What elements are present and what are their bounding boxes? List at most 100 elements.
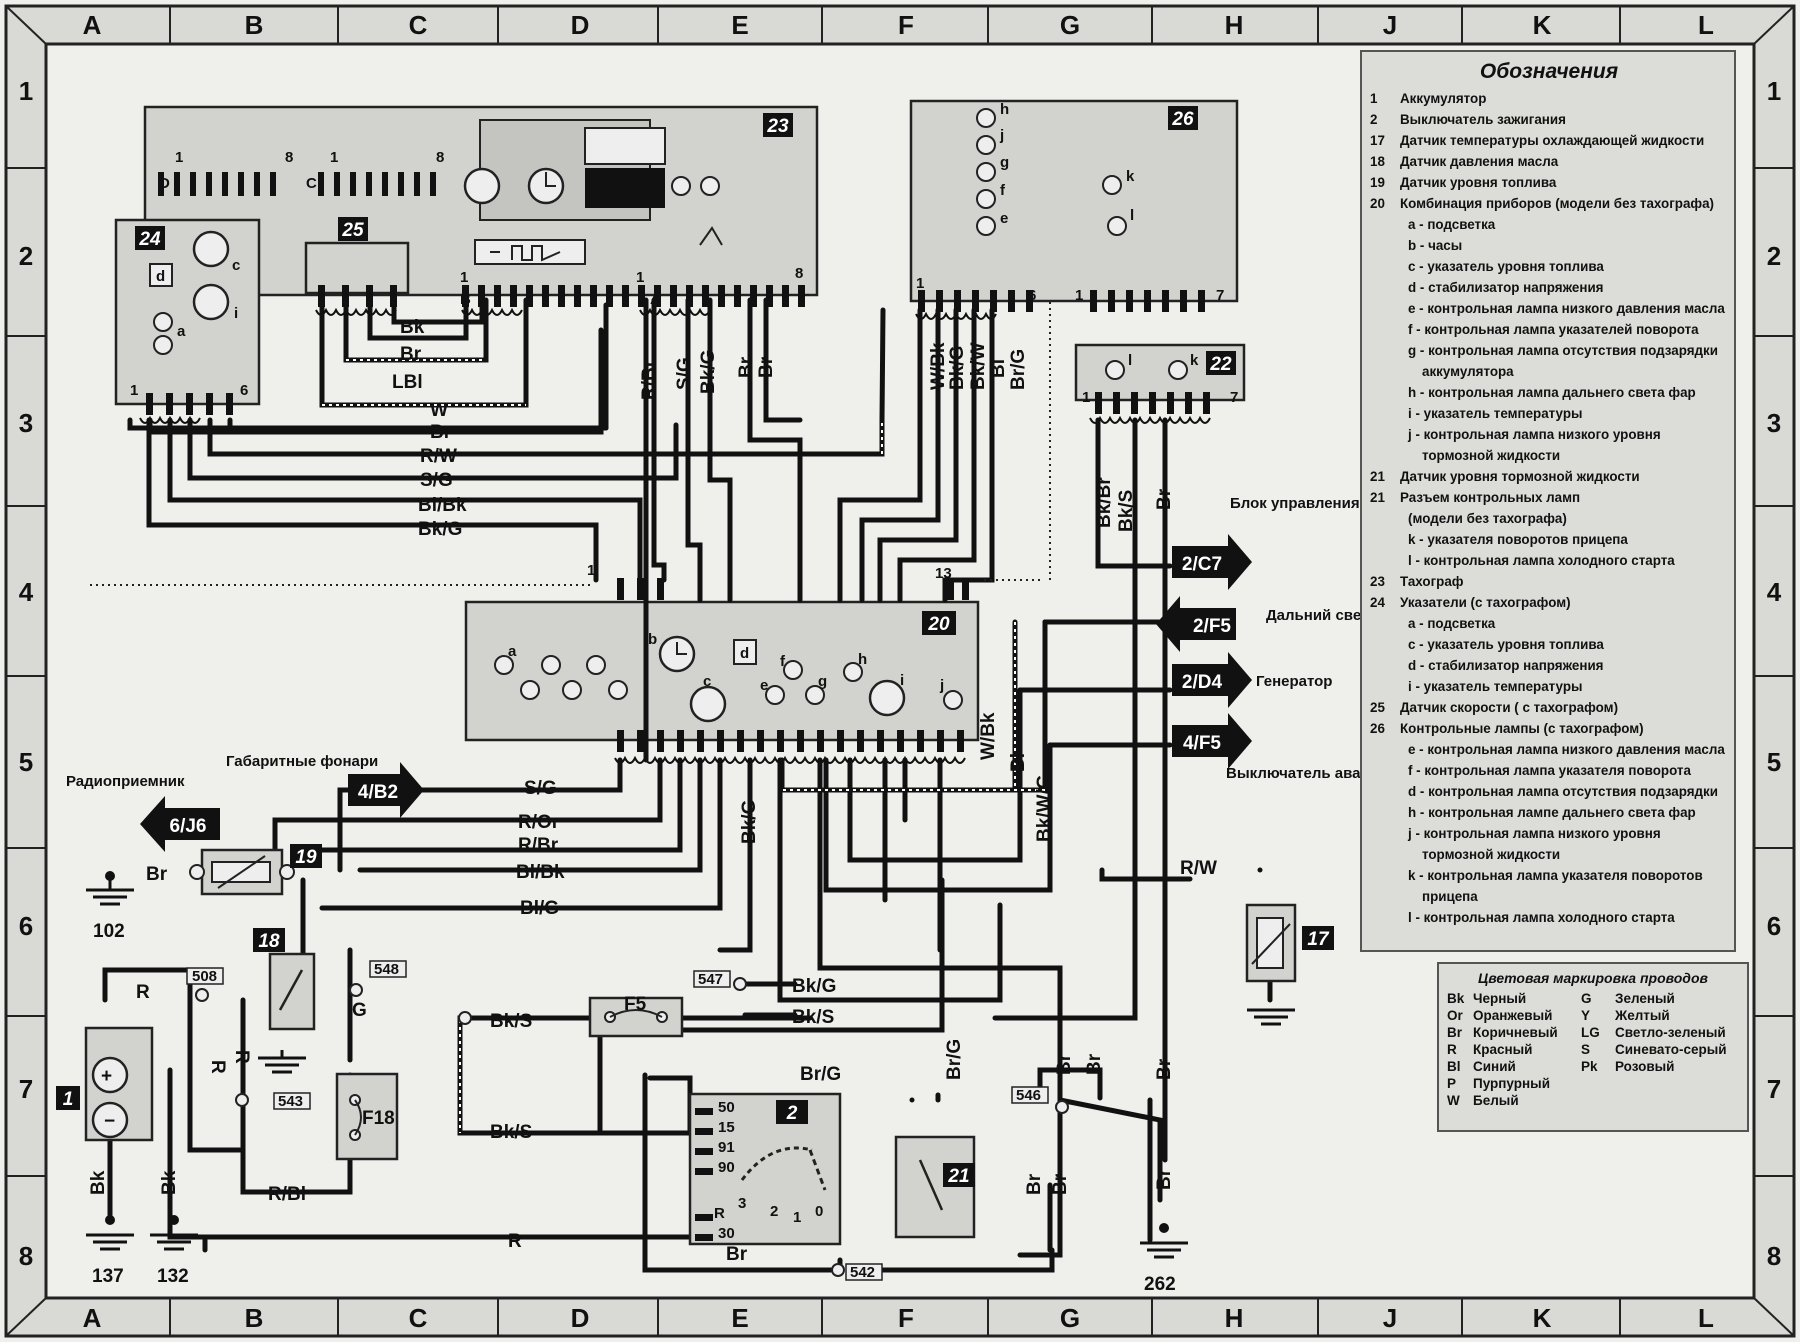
ignition-switch-2: 2 50 15 91 90 R 30 3 2 1 0 xyxy=(688,1092,842,1246)
svg-text:3: 3 xyxy=(738,1195,746,1212)
ref-label: Генератор xyxy=(1256,673,1332,690)
svg-text:1: 1 xyxy=(587,562,595,579)
legend-item: аккумулятора xyxy=(1370,361,1728,382)
legend-item: k - контрольная лампа указателя поворото… xyxy=(1370,865,1728,886)
svg-text:f: f xyxy=(1000,182,1006,199)
svg-text:i: i xyxy=(234,305,238,322)
color-code: R xyxy=(1447,1042,1457,1057)
svg-text:26: 26 xyxy=(1171,109,1194,130)
wire-label: R/Or xyxy=(518,812,560,833)
col-label-bottom: B xyxy=(245,1303,264,1333)
svg-text:e: e xyxy=(1000,210,1008,227)
col-label-top: G xyxy=(1060,10,1080,40)
color-code xyxy=(1581,1075,1615,1092)
color-code: G xyxy=(1581,991,1592,1006)
row-label-left: 8 xyxy=(19,1241,33,1271)
grounds xyxy=(86,880,1295,1259)
svg-text:6: 6 xyxy=(240,382,248,399)
svg-text:c: c xyxy=(703,673,711,690)
wire-label: R xyxy=(207,1060,228,1074)
legend-item-text: l - контрольная лампа холодного старта xyxy=(1408,910,1675,925)
svg-text:18: 18 xyxy=(258,931,280,952)
speed-sensor-25: 25 xyxy=(304,217,410,307)
ref-arrow xyxy=(1172,534,1252,590)
col-label-top: L xyxy=(1698,10,1714,40)
wire-label: Bk/W xyxy=(968,342,989,390)
wire-label: Bk/S xyxy=(792,1007,834,1028)
grid-dividers xyxy=(6,6,1794,1336)
row-label-left: 2 xyxy=(19,241,33,271)
legend-item-text: Датчик уровня топлива xyxy=(1400,175,1557,190)
badge-23-label: 23 xyxy=(766,116,789,137)
wire-label: W/Bk xyxy=(928,342,949,390)
color-code: Pk xyxy=(1581,1059,1598,1074)
legend-item: c - указатель уровня топлива xyxy=(1370,256,1728,277)
badge-23 xyxy=(763,113,793,137)
legend-item-text: f - контрольная лампа указателя поворота xyxy=(1408,763,1691,778)
col-label-bottom: G xyxy=(1060,1303,1080,1333)
legend-item-number: 20 xyxy=(1370,196,1385,211)
color-code: S xyxy=(1581,1042,1591,1057)
oil-pressure-sensor-18: 18 xyxy=(253,928,316,1031)
white-wire-stripes xyxy=(322,359,1045,1133)
wire-label: Bk/S xyxy=(490,1122,532,1143)
color-code: LG xyxy=(1581,1025,1600,1040)
svg-text:1: 1 xyxy=(793,1209,801,1226)
svg-text:1: 1 xyxy=(130,382,138,399)
legend-item: e - контрольная лампа низкого давления м… xyxy=(1370,739,1728,760)
wire-label: Bl/G xyxy=(520,898,559,919)
row-label-left: 7 xyxy=(19,1074,33,1104)
color-name: Зеленый xyxy=(1615,991,1675,1006)
wire-label: R xyxy=(136,982,150,1003)
color-code: Br xyxy=(1447,1025,1463,1040)
wire-label: Bk/G xyxy=(792,976,836,997)
legend-item-text: a - подсветка xyxy=(1408,616,1496,631)
wire-label: R/Bl xyxy=(268,1184,306,1205)
svg-text:8: 8 xyxy=(795,265,803,282)
legend-item: d - контрольная лампа отсутствия подзаря… xyxy=(1370,781,1728,802)
col-label-bottom: C xyxy=(409,1303,428,1333)
color-name: Коричневый xyxy=(1473,1025,1558,1040)
wire-label: Bk/Br xyxy=(1094,477,1115,528)
ref-code: 2/C7 xyxy=(1182,554,1222,575)
legend-item-text: тормозной жидкости xyxy=(1422,448,1561,463)
svg-text:17: 17 xyxy=(1307,929,1330,950)
wire-label: R/W xyxy=(1180,858,1217,879)
legend-item-text: l - контрольная лампа холодного старта xyxy=(1408,553,1675,568)
row-label-left: 1 xyxy=(19,76,33,106)
wire-label: Br xyxy=(1024,1173,1045,1195)
color-code: W xyxy=(1447,1093,1460,1108)
legend-item: a - подсветка xyxy=(1370,214,1728,235)
legend-item: i - указатель температуры xyxy=(1370,403,1728,424)
wire-label: Br xyxy=(1050,1173,1071,1195)
wire-label: Br xyxy=(1054,1053,1075,1075)
row-label-right: 8 xyxy=(1767,1241,1781,1271)
svg-text:F5: F5 xyxy=(624,994,647,1015)
svg-text:g: g xyxy=(818,673,827,690)
ref-code: 6/J6 xyxy=(170,816,207,837)
legend-item-text: Разъем контрольных ламп xyxy=(1400,490,1581,505)
color-code xyxy=(1581,1092,1615,1109)
ref-code: 2/D4 xyxy=(1182,672,1223,693)
legend-item-number: 19 xyxy=(1370,175,1385,190)
ground-label: 132 xyxy=(157,1266,189,1287)
wire-label: Bk/S xyxy=(1116,490,1137,532)
row-label-right: 2 xyxy=(1767,241,1781,271)
svg-text:d: d xyxy=(740,645,749,662)
svg-text:b: b xyxy=(648,631,657,648)
legend-item: h - контрольная лампа дальнего света фар xyxy=(1370,382,1728,403)
legend-item: 19 Датчик уровня топлива xyxy=(1370,172,1728,193)
svg-text:546: 546 xyxy=(1016,1087,1041,1104)
gauges-24: 24 d c i a 1 6 xyxy=(114,218,261,415)
splices: 508 548 547 543 546 542 xyxy=(186,960,1069,1281)
legend-item: k - указателя поворотов прицепа xyxy=(1370,529,1728,550)
color-name: Черный xyxy=(1473,991,1527,1006)
svg-text:90: 90 xyxy=(718,1159,735,1176)
